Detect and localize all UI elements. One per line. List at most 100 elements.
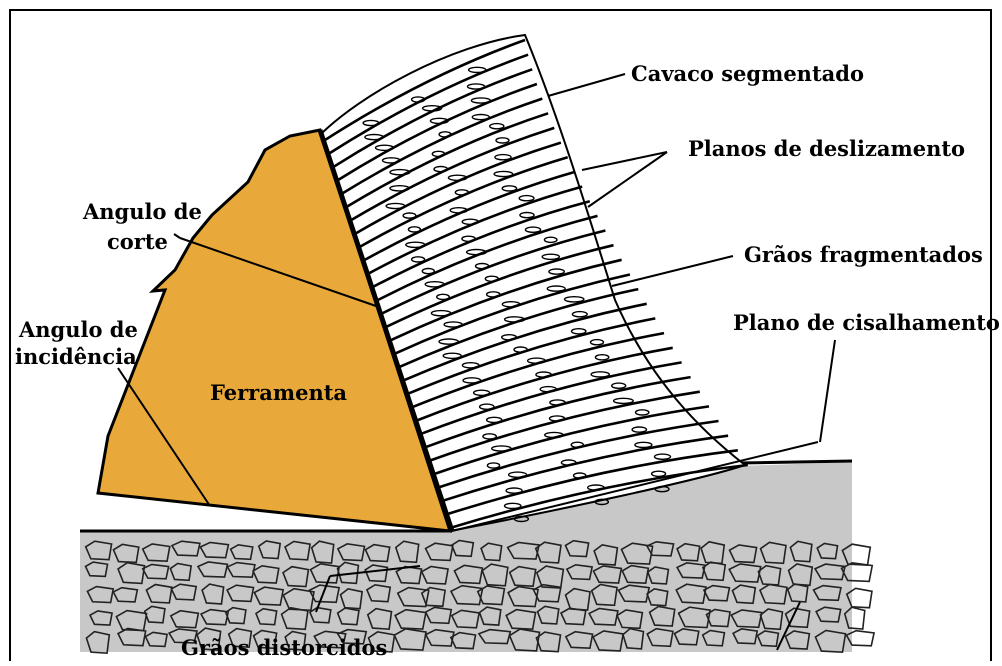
chip-fragmented-grains xyxy=(362,66,672,523)
leader-angulo-corte xyxy=(173,233,181,239)
grain-cell xyxy=(117,561,146,585)
chip-slip-line xyxy=(324,38,526,142)
chip-grain xyxy=(362,119,380,127)
grain-cell xyxy=(88,610,113,626)
chip-grain xyxy=(548,268,565,275)
grain-cell xyxy=(559,607,587,626)
grain-cell xyxy=(252,564,280,584)
chip-grain xyxy=(543,236,558,244)
chip-grain xyxy=(485,291,501,298)
grain-cell xyxy=(564,587,591,611)
chip-slip-line xyxy=(376,214,598,302)
label-plano-cisalhamento: Plano de cisalhamento xyxy=(733,310,1000,335)
chip-grain xyxy=(570,441,585,449)
leader-plano-cisalhamento xyxy=(819,339,836,443)
grain-cell xyxy=(476,585,506,606)
grain-cell xyxy=(565,563,594,581)
chip-grain xyxy=(429,117,449,125)
label-graos-fragmentados: Grãos fragmentados xyxy=(744,242,983,267)
chip-grain xyxy=(431,150,446,158)
grain-cell xyxy=(313,630,347,649)
grain-cell xyxy=(336,607,360,626)
chip-grain xyxy=(544,431,565,439)
grain-cell xyxy=(339,587,364,610)
grain-cell xyxy=(112,543,140,564)
label-cavaco-segmentado: Cavaco segmentado xyxy=(631,61,864,86)
chip-grain xyxy=(539,385,558,393)
grain-cell xyxy=(588,607,619,626)
chip-grain xyxy=(461,235,476,243)
grain-cell xyxy=(705,608,731,628)
chip-grain xyxy=(402,212,417,219)
chip-grain xyxy=(407,226,422,233)
chip-grain xyxy=(589,338,605,346)
chip-slip-line xyxy=(380,229,606,316)
chip-grain xyxy=(572,472,587,479)
grain-cell xyxy=(507,585,540,608)
chip-slip-line xyxy=(337,82,538,182)
grain-cell xyxy=(646,566,670,585)
frame-border xyxy=(9,9,992,666)
chip-grain xyxy=(482,433,497,440)
grain-cell xyxy=(253,586,285,606)
grain-cell xyxy=(845,587,873,609)
grain-cell xyxy=(420,565,449,585)
leader-planos-b xyxy=(587,151,668,208)
grain-cell xyxy=(757,564,782,586)
grain-cell xyxy=(508,565,537,588)
grain-cell xyxy=(144,631,169,648)
chip-grain xyxy=(410,96,426,103)
grain-cell xyxy=(646,588,669,607)
chip-grain xyxy=(548,415,566,422)
grain-cell xyxy=(450,539,475,558)
grain-cell xyxy=(226,584,255,603)
grain-cell xyxy=(845,629,876,647)
chip-grain xyxy=(650,470,667,478)
chip-grain xyxy=(443,321,464,328)
grain-cell xyxy=(840,561,874,583)
chip-slip-line xyxy=(363,170,576,262)
leader-graos-distorcidos xyxy=(315,565,421,613)
grain-cell xyxy=(701,629,726,647)
grain-cell xyxy=(784,630,811,650)
grain-cell xyxy=(620,542,654,565)
chip-grain xyxy=(449,206,468,214)
chip-grain xyxy=(513,515,530,523)
grain-cell xyxy=(336,543,366,562)
grain-cell xyxy=(449,631,477,650)
chip-grain xyxy=(447,174,468,182)
grain-cell xyxy=(786,583,809,603)
chip-grain xyxy=(541,253,561,261)
grain-cell xyxy=(424,606,453,625)
chip-grain xyxy=(364,133,384,141)
chip-grain xyxy=(430,309,452,317)
grain-cell xyxy=(393,628,427,651)
chip-grain xyxy=(389,184,410,192)
grain-cell xyxy=(843,606,866,630)
grain-cell xyxy=(310,540,335,564)
chip-grain xyxy=(438,338,460,345)
label-angulo-incidencia-line1: Angulo de xyxy=(19,317,138,342)
grain-cell xyxy=(815,606,842,623)
chip-grain xyxy=(470,97,492,104)
grain-cell xyxy=(199,608,230,626)
chip-grain xyxy=(634,409,650,416)
chip-grain xyxy=(436,293,451,301)
grain-cell xyxy=(115,609,148,632)
chip-grain xyxy=(570,327,587,335)
chip-slip-line xyxy=(440,434,729,503)
grain-cell xyxy=(284,630,307,651)
grain-cell xyxy=(732,628,759,645)
grain-cell xyxy=(759,608,784,631)
chip-grain xyxy=(433,165,449,173)
chip-grain xyxy=(474,262,490,270)
grain-cell xyxy=(816,542,839,560)
chip-grain xyxy=(571,310,588,318)
chip-grain xyxy=(454,189,470,196)
grain-cell xyxy=(759,541,787,565)
chip-slip-line xyxy=(350,126,555,222)
cutting-angle-line xyxy=(179,237,377,307)
grain-cell xyxy=(453,564,484,585)
grain-cell xyxy=(145,583,173,604)
grain-cell xyxy=(229,544,254,561)
